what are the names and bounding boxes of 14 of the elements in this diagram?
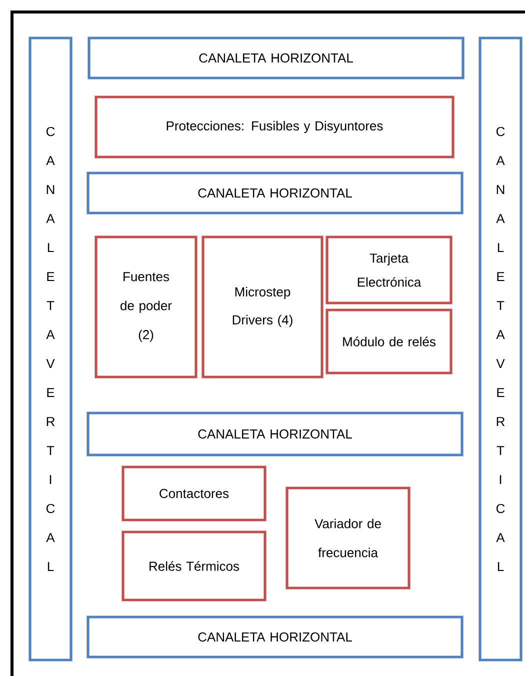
cable-duct-box: CANALETA HORIZONTAL — [88, 36, 464, 80]
component-box: Tarjeta Electrónica — [326, 236, 452, 304]
component-box: Módulo de relés — [326, 308, 452, 374]
cable-duct-box: CANALETA HORIZONTAL — [86, 172, 464, 214]
component-box: Protecciones: Fusibles y Disyuntores — [94, 96, 454, 158]
component-box: Contactores — [122, 466, 266, 522]
cable-duct-box: CANALETA HORIZONTAL — [86, 616, 464, 658]
cable-duct-box: CANALETA HORIZONTAL — [86, 412, 464, 456]
cable-duct-box: C A N A L E T A V E R T I C A L — [28, 36, 72, 662]
component-box: Fuentes de poder (2) — [94, 236, 198, 378]
component-box: Variador de frecuencia — [286, 486, 410, 590]
cable-duct-box: C A N A L E T A V E R T I C A L — [478, 36, 522, 662]
component-box: Microstep Drivers (4) — [202, 236, 324, 378]
component-box: Relés Térmicos — [122, 530, 266, 602]
